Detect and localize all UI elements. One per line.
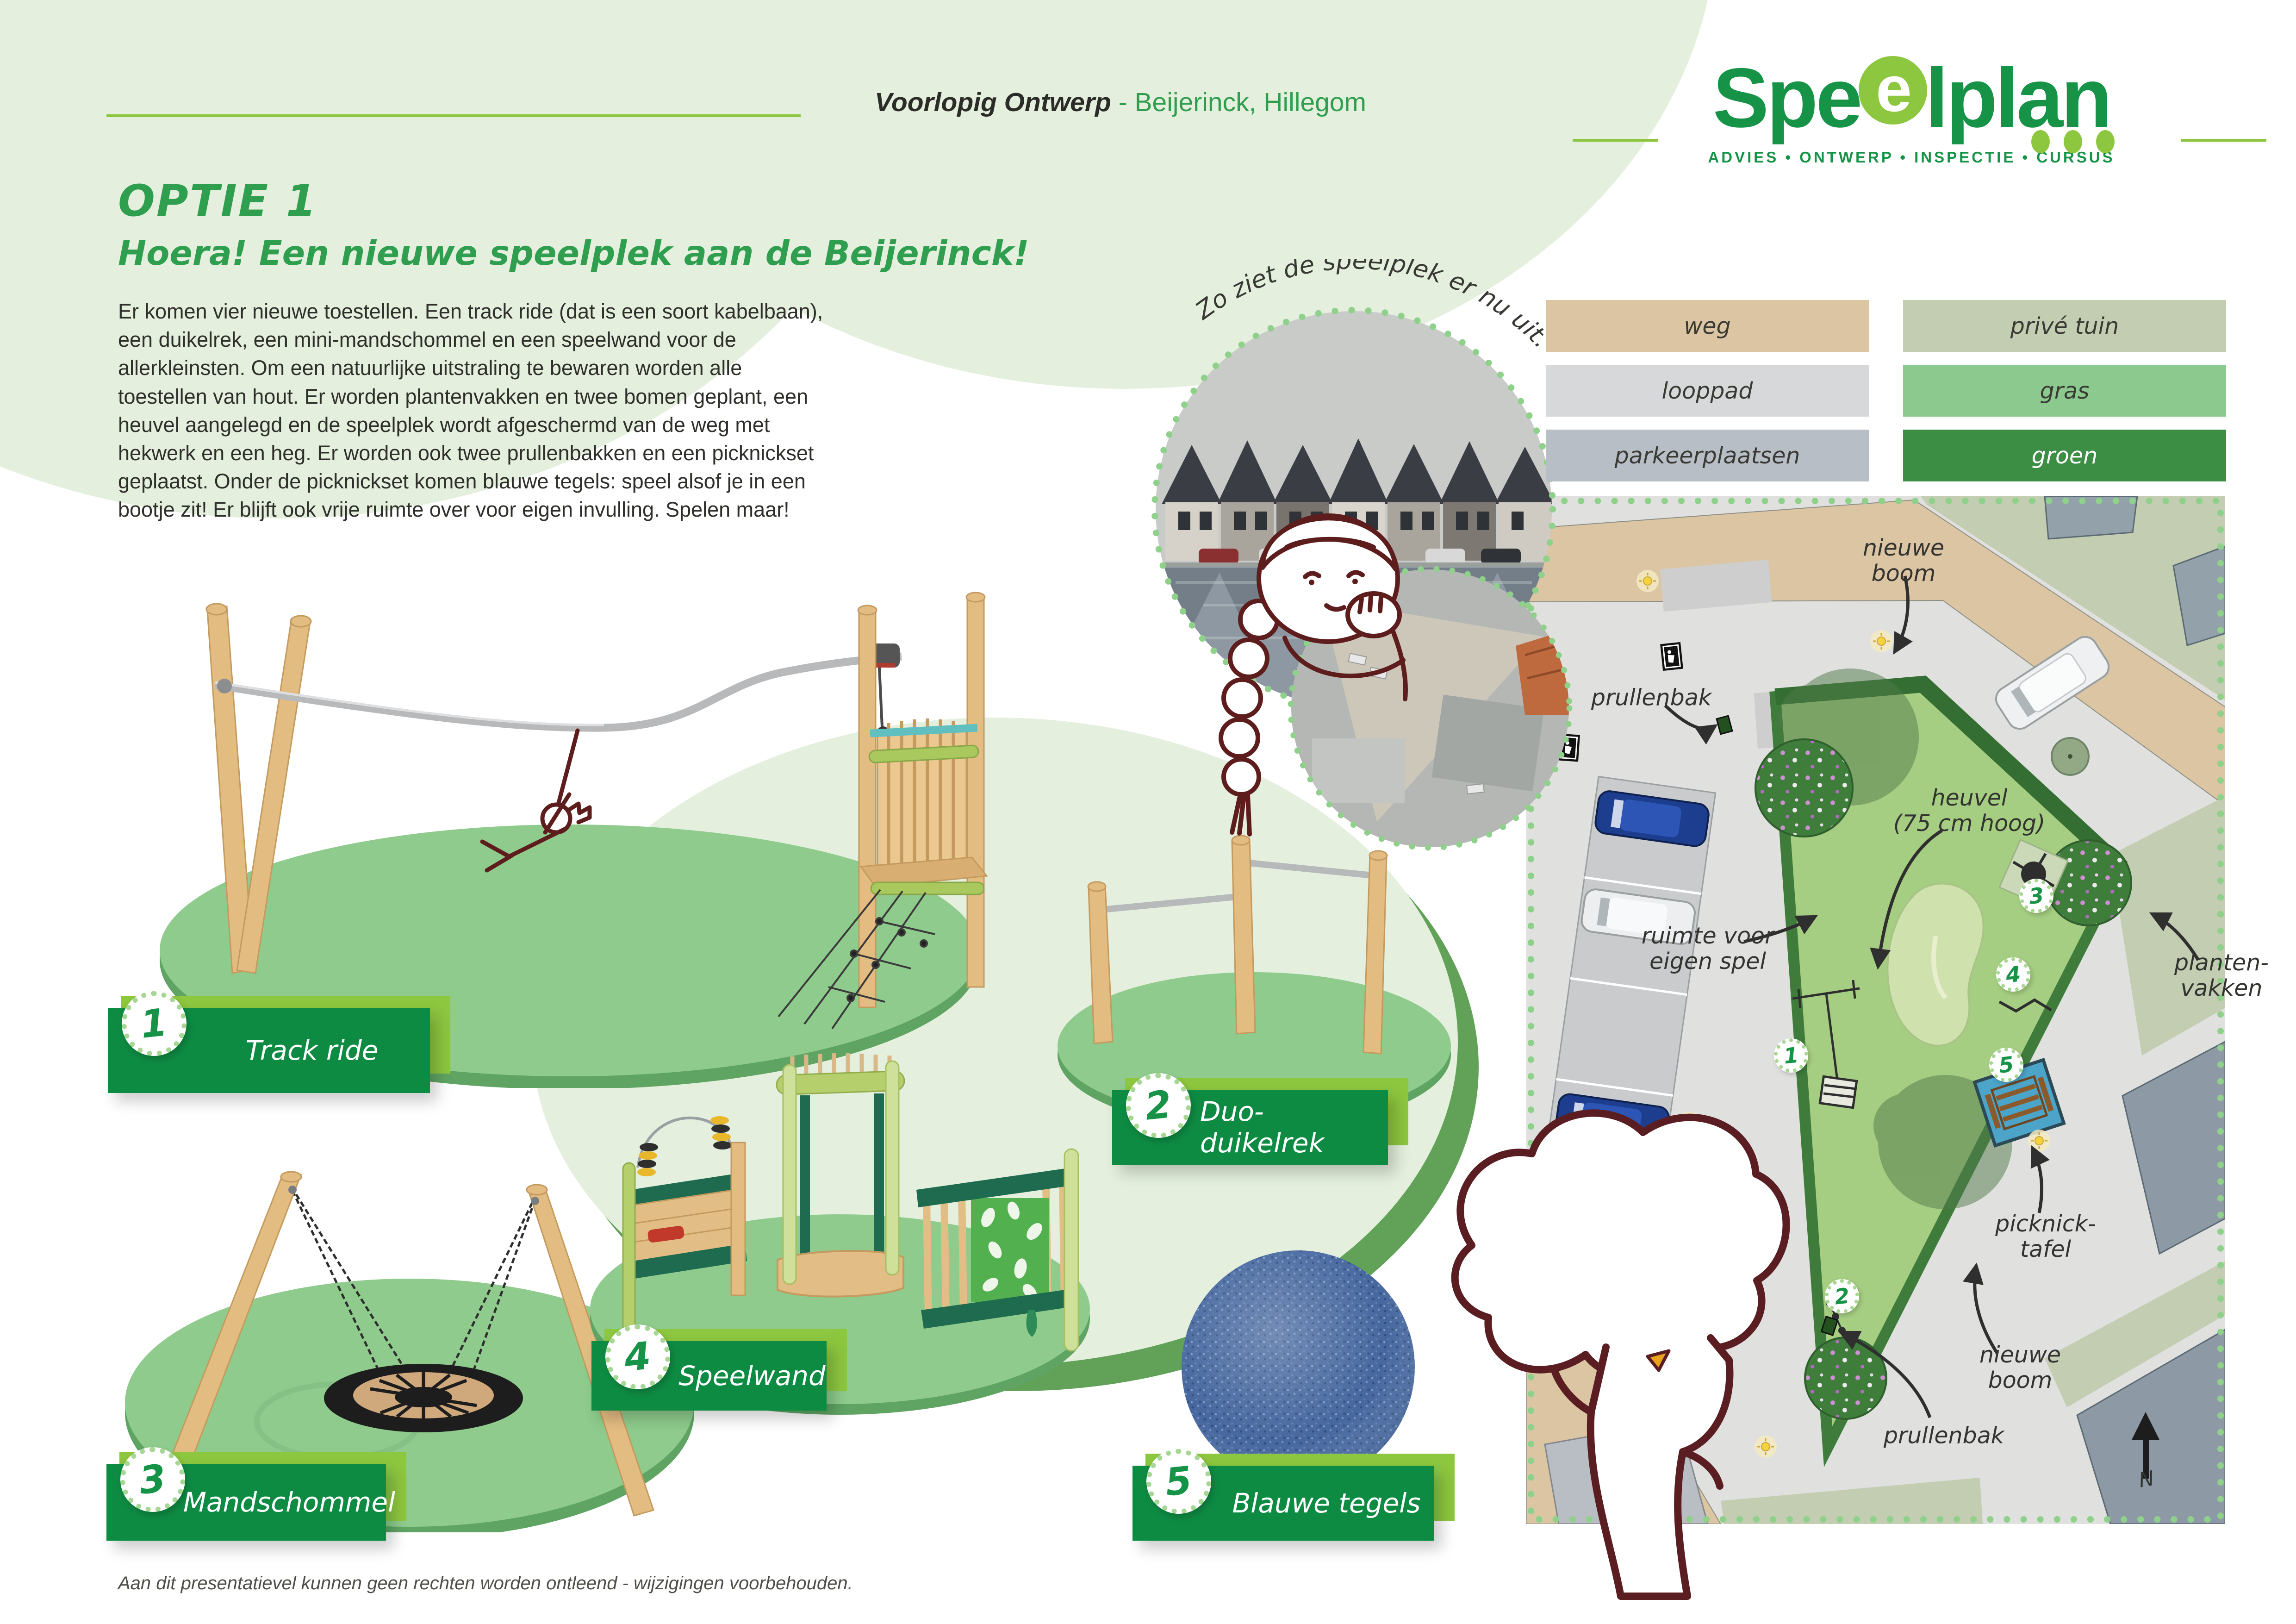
badge-number-4: 4 <box>605 1324 670 1389</box>
badge-speelwand: 4 Speelwand <box>591 1324 847 1411</box>
badge-number-3: 3 <box>120 1447 185 1512</box>
map-badge-2: 2 <box>1825 1279 1859 1313</box>
badge-duo-duikelrek: 2 Duo-duikelrek <box>1112 1073 1408 1165</box>
map-badge-3: 3 <box>2019 879 2053 913</box>
car-white-2 <box>1995 636 2110 730</box>
car-white-1 <box>1580 888 1696 945</box>
logo-part2: lplan <box>1925 50 2113 145</box>
legend-weg: weg <box>1546 300 1869 352</box>
street-tree-icon <box>2051 737 2090 776</box>
map-badge-1: 1 <box>1774 1038 1808 1073</box>
badge-number-2: 2 <box>1126 1073 1191 1138</box>
badge-label-duo-duikelrek: Duo-duikelrek <box>1200 1096 1325 1159</box>
legend-groen: groen <box>1903 430 2226 481</box>
label-nieuwe-boom-bottom: nieuwe boom <box>1979 1342 2061 1393</box>
photo-caption: Zo ziet de speelplek er nu uit. <box>1190 259 1556 354</box>
lattice-unit <box>916 1148 1079 1352</box>
badge-blauwe-tegels: 5 Blauwe tegels <box>1132 1449 1455 1541</box>
photo-caption-arc: Zo ziet de speelplek er nu uit. <box>1190 259 1556 354</box>
badge-number-1: 1 <box>122 991 187 1056</box>
map-annotation-arrows <box>1664 575 2200 1418</box>
headline: Hoera! Een nieuwe speelplek aan de Beije… <box>118 234 1029 273</box>
climb-net <box>778 889 935 1030</box>
logo-part1: Spe <box>1712 50 1863 145</box>
basket <box>324 1364 523 1432</box>
badge-number-5: 5 <box>1146 1449 1211 1514</box>
disclaimer: Aan dit presentatievel kunnen geen recht… <box>118 1573 853 1593</box>
option-heading: OPTIE 1 <box>118 176 318 226</box>
map-badge-5: 5 <box>1989 1048 2023 1082</box>
map-bin-top-icon <box>1716 715 1733 735</box>
logo-rule-right <box>2181 139 2266 142</box>
label-heuvel: heuvel (75 cm hoog) <box>1893 785 2046 837</box>
logo-rule-left <box>1573 139 1658 142</box>
map-trackride-icon <box>1792 980 1860 1109</box>
map-playground <box>1716 668 2132 1468</box>
logo-dots-icon <box>2031 130 2115 153</box>
legend-prive-tuin: privé tuin <box>1903 300 2226 352</box>
map-duikelrek-icon <box>1998 998 2052 1013</box>
label-prullenbak-top: prullenbak <box>1591 684 1712 711</box>
tree-sketch <box>1451 1109 1790 1600</box>
label-nieuwe-boom-top: nieuwe boom <box>1862 535 1945 587</box>
map-bin-bottom-icon <box>1820 1315 1839 1337</box>
badge-label-speelwand: Speelwand <box>678 1360 826 1392</box>
blauwe-tegels-photo <box>1182 1250 1415 1484</box>
zipline-kid-sketch <box>480 728 592 873</box>
photo-aerial-view <box>1288 566 1573 851</box>
legend-parkeerplaatsen: parkeerplaatsen <box>1546 430 1869 481</box>
badge-track-ride: 1 Track ride <box>108 991 450 1093</box>
page-title-emphasis: Voorlopig Ontwerp <box>875 87 1111 117</box>
badge-label-track-ride: Track ride <box>245 1035 379 1066</box>
page-title-location: - Beijerinck, Hillegom <box>1118 87 1367 117</box>
badge-mandschommel: 3 Mandschommel <box>106 1447 406 1541</box>
map-dotted-border <box>1528 498 2224 1523</box>
legend-looppad: looppad <box>1546 365 1869 417</box>
map-badge-4: 4 <box>1996 957 2030 992</box>
intro-paragraph: Er komen vier nieuwe toestellen. Een tra… <box>118 300 823 522</box>
tower <box>857 592 988 1008</box>
label-ruimte: ruimte voor eigen spel <box>1641 923 1774 974</box>
map-picknick-icon <box>1972 1058 2066 1148</box>
header-rule <box>106 114 801 117</box>
abacus-unit <box>622 1116 747 1352</box>
label-plantenvakken: planten- vakken <box>2174 949 2269 1001</box>
car-blue-1 <box>1594 790 1710 847</box>
logo-e-icon: e <box>1858 56 1927 125</box>
label-prullenbak-bottom: prullenbak <box>1883 1422 2004 1449</box>
badge-label-mandschommel: Mandschommel <box>183 1487 396 1518</box>
page-title: Voorlopig Ontwerp - Beijerinck, Hillegom <box>875 87 1430 118</box>
north-arrow-icon <box>2132 1412 2159 1479</box>
label-picknicktafel: picknick- tafel <box>1995 1211 2096 1262</box>
girl-sketch <box>1219 513 1408 837</box>
svg-text:Zo ziet de speelplek er nu uit: Zo ziet de speelplek er nu uit. <box>1190 259 1556 354</box>
legend-gras: gras <box>1903 365 2226 417</box>
badge-label-blauwe-tegels: Blauwe tegels <box>1232 1487 1421 1519</box>
